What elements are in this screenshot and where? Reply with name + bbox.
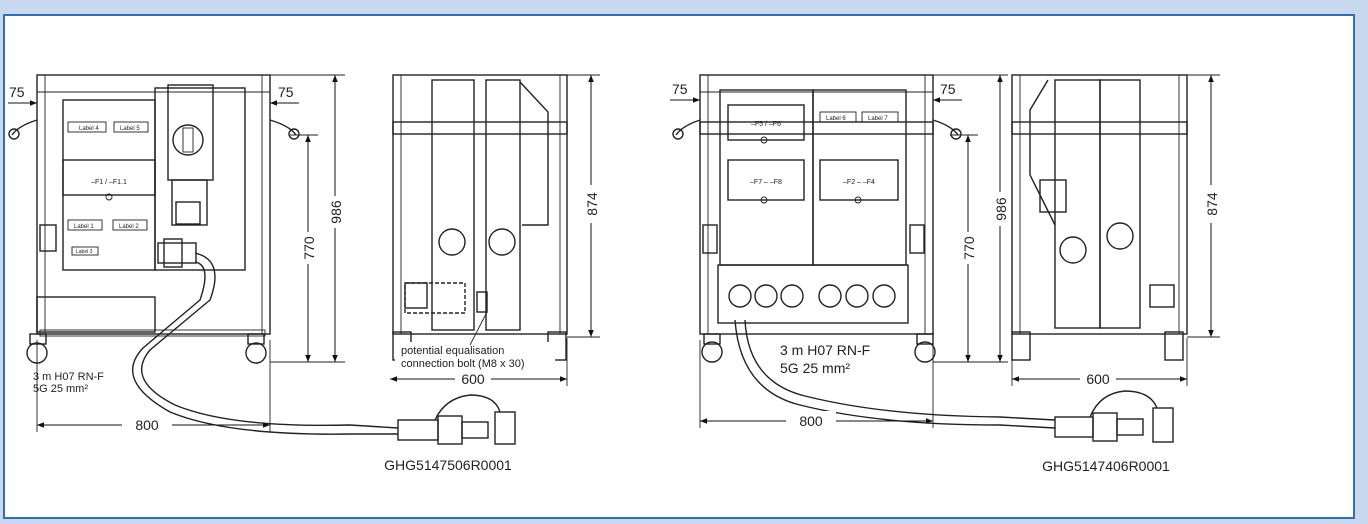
top-band	[0, 0, 1368, 14]
left-dim-height-body: 770	[301, 236, 317, 260]
right-dim-height-total: 986	[993, 197, 1009, 221]
right-dim-height-body: 770	[961, 236, 977, 260]
right-cable-spec-line2: 5G 25 mm²	[780, 360, 850, 376]
left-label-1: Label 1	[74, 224, 94, 230]
right-cable-spec-line1: 3 m H07 RN-F	[780, 342, 870, 358]
right-breaker-f5-f6: –F5 / –F6	[751, 121, 781, 128]
left-unit-front-view	[8, 74, 300, 364]
left-label-2: Label 2	[119, 224, 139, 230]
right-unit-side-view	[1011, 74, 1188, 361]
right-breaker-f2-f4: –F2 – –F4	[843, 179, 875, 186]
right-dim-side-right: 75	[940, 81, 956, 97]
left-label-3: Label 3	[76, 249, 93, 255]
right-side-dim-height: 874	[1204, 192, 1220, 216]
bolt-note-line2: connection bolt (M8 x 30)	[401, 358, 525, 370]
left-part-number: GHG5147506R0001	[384, 457, 512, 473]
left-breaker-label: –F1 / –F1.1	[91, 179, 127, 186]
right-label-6: Label 6	[826, 116, 846, 122]
left-label-5: Label 5	[120, 126, 140, 132]
right-breaker-f7-f8: –F7 – –F8	[750, 179, 782, 186]
left-cable-spec-line1: 3 m H07 RN-F	[33, 371, 104, 383]
right-label-7: Label 7	[868, 116, 888, 122]
right-side-dim-width: 600	[1086, 371, 1110, 387]
left-dim-height-total: 986	[328, 200, 344, 224]
right-part-number: GHG5147406R0001	[1042, 458, 1170, 474]
left-side-dim-height: 874	[584, 192, 600, 216]
left-cable-inner	[132, 261, 398, 435]
right-unit-front-view	[672, 74, 962, 363]
left-cable-outer	[141, 252, 399, 429]
right-cable-inner	[744, 319, 1056, 421]
left-label-4: Label 4	[79, 126, 99, 132]
left-dim-side-right: 75	[278, 84, 294, 100]
left-side-dim-width: 600	[461, 371, 485, 387]
right-cee-plug	[1054, 390, 1174, 443]
left-dim-side-left: 75	[9, 84, 25, 100]
bolt-note-line1: potential equalisation	[401, 345, 504, 357]
right-cable-outer	[734, 319, 1056, 429]
left-dim-width: 800	[135, 417, 159, 433]
right-dim-width: 800	[799, 413, 823, 429]
left-unit-side-view	[392, 74, 568, 361]
right-dim-side-left: 75	[672, 81, 688, 97]
left-cee-plug	[397, 394, 516, 445]
left-cable-spec-line2: 5G 25 mm²	[33, 383, 88, 395]
